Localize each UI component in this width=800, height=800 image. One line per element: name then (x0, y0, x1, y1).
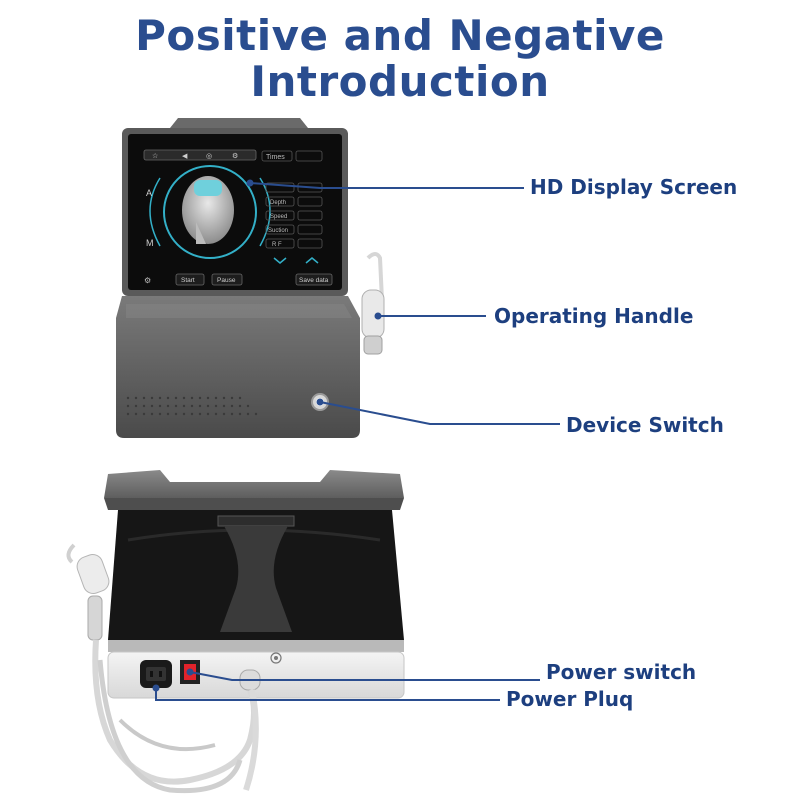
hd-display-leader (249, 182, 524, 189)
save-data-button-label: Save data (299, 277, 329, 284)
page-title-line-1: Positive and Negative (135, 11, 665, 60)
star-icon: ☆ (152, 152, 158, 160)
pause-button-label: Pause (217, 277, 236, 284)
param-times-label: Times (266, 154, 285, 161)
decrease-arrow-icon (273, 257, 287, 264)
callout-device-switch: Device Switch (566, 413, 724, 437)
ce-mark-icon (270, 652, 282, 664)
info-icon: ◎ (206, 152, 212, 160)
face-selector-ring (163, 165, 257, 259)
device-front-view (116, 118, 385, 438)
callout-operating-handle: Operating Handle (494, 304, 694, 328)
screen-stand (220, 526, 292, 632)
hd-display-screen (128, 134, 342, 290)
mode-m-label: M (146, 238, 154, 248)
callout-power-switch: Power switch (546, 660, 697, 684)
param-rf-label: R F (272, 242, 282, 248)
param-depth-label: Depth (270, 200, 286, 206)
forehead-zone (194, 180, 222, 196)
device-body (116, 296, 360, 438)
vent-grille (126, 396, 258, 416)
param-speed-label: Speed (270, 214, 287, 220)
callout-lines (152, 179, 560, 701)
lid-top (104, 470, 404, 498)
param-suction-label: Suction (268, 228, 288, 234)
mode-a-label: A (146, 188, 152, 198)
stand-hinge (217, 515, 295, 527)
device-switch-leader (319, 401, 560, 425)
gear-icon: ⚙ (144, 276, 151, 285)
callout-power-plug: Power Pluq (506, 687, 634, 711)
sound-icon: ◀ (182, 152, 188, 160)
device-rear-view (66, 470, 405, 794)
handpiece-cable (366, 252, 384, 301)
power-switch-leader (189, 671, 540, 681)
cable (92, 639, 257, 785)
screen-ui: ☆ ◀ ◎ ⚙ Times Depth Speed Suction (143, 149, 333, 286)
handpiece-rear (76, 554, 110, 594)
increase-arrow-icon (305, 257, 319, 264)
carry-handle (170, 118, 308, 128)
start-button-label: Start (181, 277, 195, 284)
settings-icon: ⚙ (232, 152, 238, 160)
power-plug-leader (155, 688, 500, 701)
page-title-line-2: Introduction (250, 57, 550, 106)
callout-hd-display-screen: HD Display Screen (530, 175, 738, 199)
